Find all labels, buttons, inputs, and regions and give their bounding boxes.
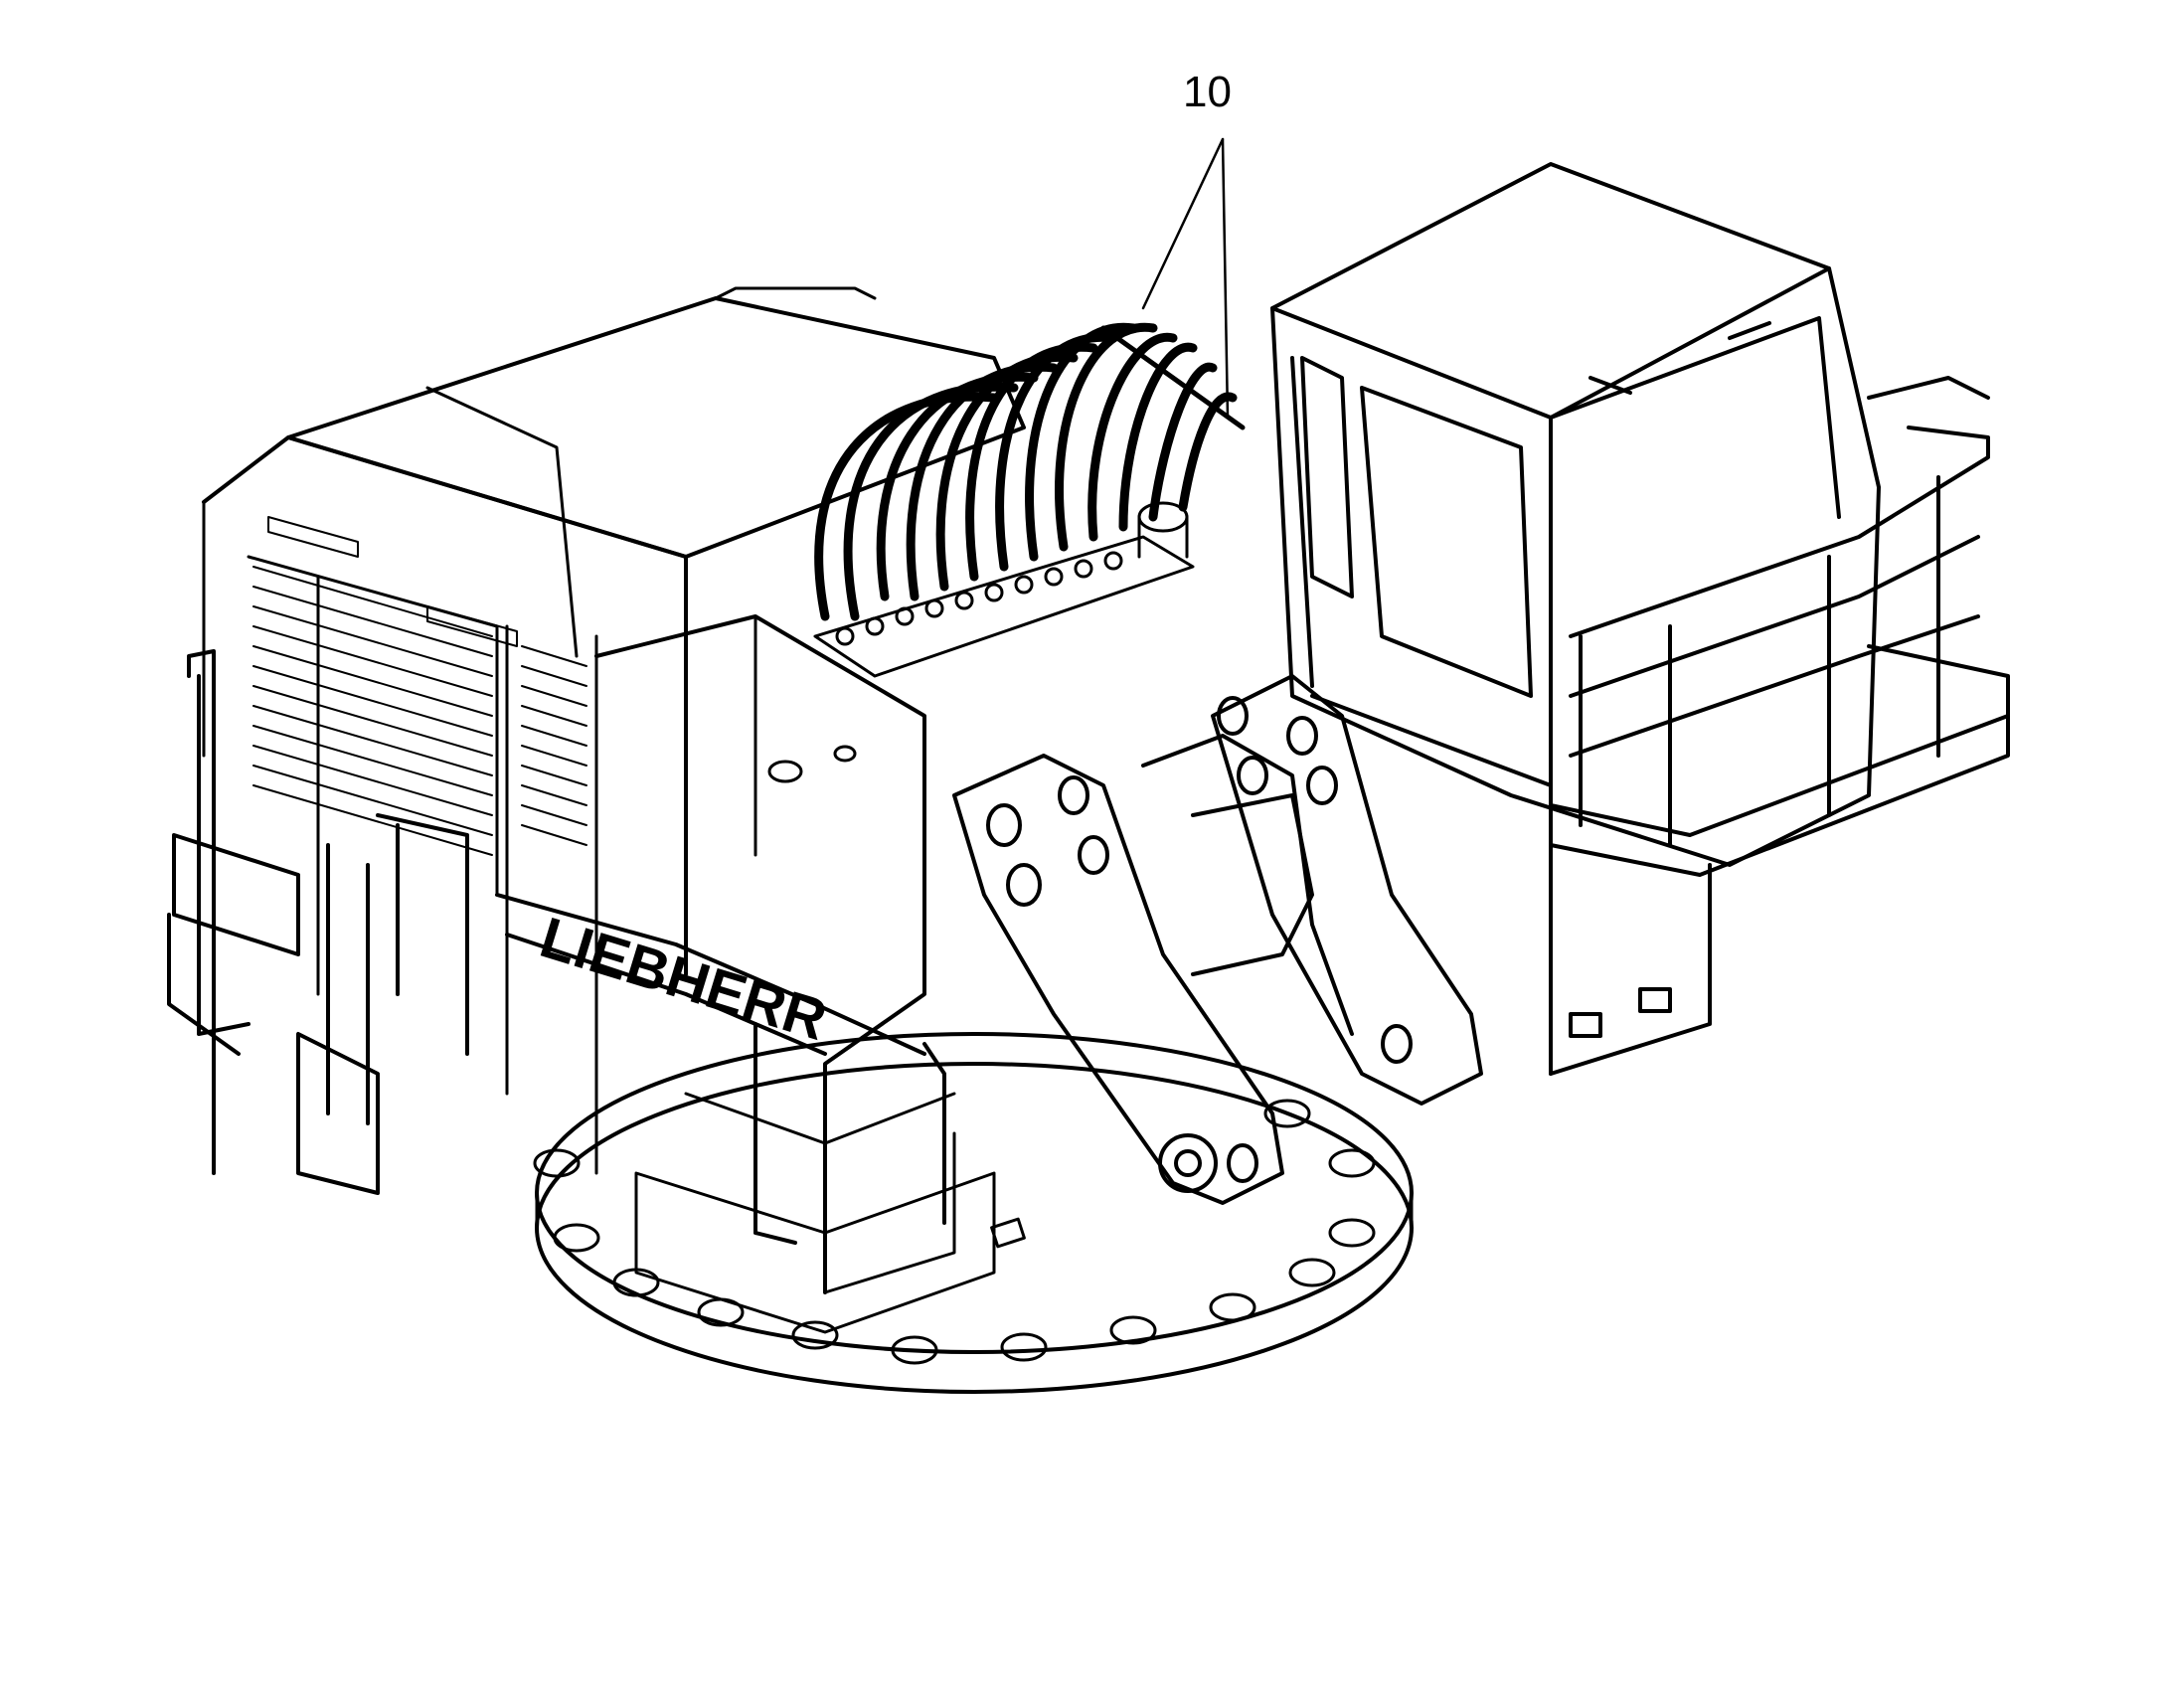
- ring-bolt-circles: [533, 1099, 1376, 1365]
- cooler-louvres: [252, 566, 587, 856]
- boom-bearing-lugs: [952, 674, 1483, 1205]
- slewing-ring: [533, 1032, 1414, 1394]
- side-box: [634, 1171, 996, 1334]
- hydraulic-hose-bundle: [813, 322, 1246, 678]
- cab-platform-railing: [1549, 376, 2010, 877]
- handrails-left: [167, 649, 946, 1245]
- operator-cab: [1270, 162, 1881, 1076]
- callout-number: 10: [1183, 68, 1232, 116]
- engine-housing: [202, 286, 1026, 1294]
- callout-leader-lines: [1141, 137, 1230, 420]
- brand-lettering: LIEBHERR: [533, 905, 834, 1053]
